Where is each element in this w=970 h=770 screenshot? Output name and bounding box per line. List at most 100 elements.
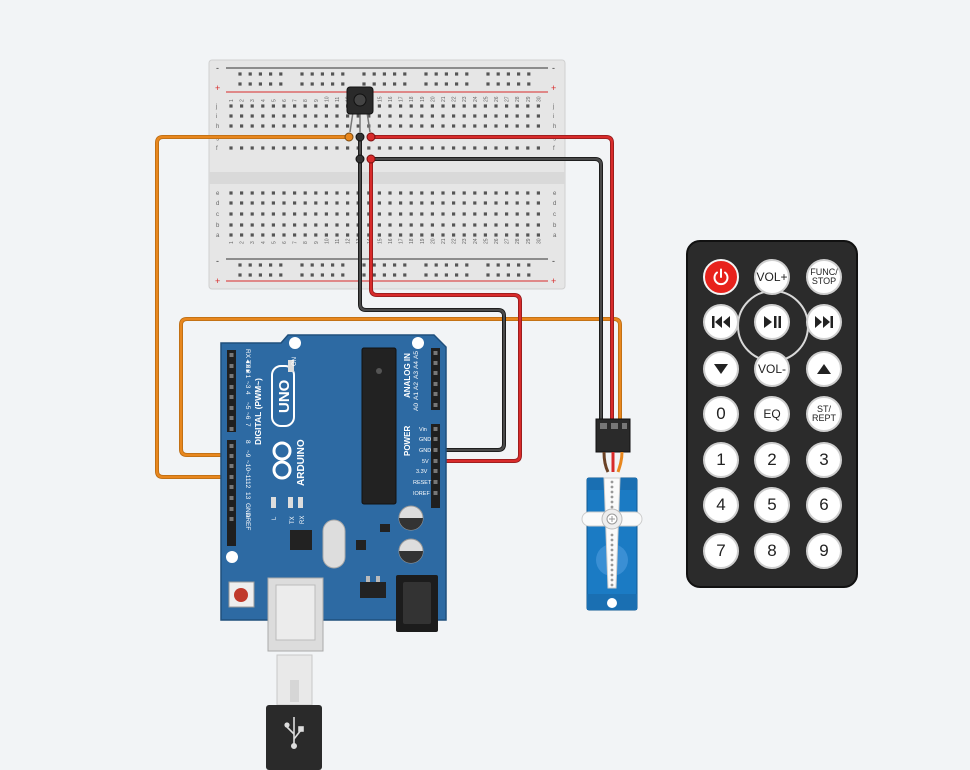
breadboard-hole[interactable] [293, 146, 297, 150]
breadboard-hole[interactable] [536, 201, 540, 205]
breadboard-hole[interactable] [496, 263, 500, 267]
breadboard-hole[interactable] [229, 124, 233, 128]
breadboard-hole[interactable] [462, 223, 466, 227]
breadboard-hole[interactable] [303, 223, 307, 227]
breadboard-hole[interactable] [409, 146, 413, 150]
breadboard-hole[interactable] [324, 233, 328, 237]
breadboard-hole[interactable] [494, 201, 498, 205]
breadboard-hole[interactable] [462, 114, 466, 118]
breadboard-hole[interactable] [441, 233, 445, 237]
breadboard-hole[interactable] [388, 233, 392, 237]
breadboard-hole[interactable] [300, 273, 304, 277]
breadboard-hole[interactable] [494, 191, 498, 195]
breadboard-hole[interactable] [399, 191, 403, 195]
breadboard-hole[interactable] [515, 201, 519, 205]
breadboard-hole[interactable] [462, 124, 466, 128]
breadboard-hole[interactable] [452, 201, 456, 205]
breadboard-hole[interactable] [229, 146, 233, 150]
breadboard-hole[interactable] [303, 104, 307, 108]
breadboard-hole[interactable] [320, 82, 324, 86]
breadboard-hole[interactable] [346, 191, 350, 195]
header-pin[interactable] [229, 353, 234, 357]
breadboard-hole[interactable] [483, 104, 487, 108]
breadboard-hole[interactable] [434, 263, 438, 267]
breadboard-hole[interactable] [314, 146, 318, 150]
breadboard-hole[interactable] [367, 201, 371, 205]
breadboard-hole[interactable] [320, 273, 324, 277]
breadboard-hole[interactable] [494, 124, 498, 128]
analog-header[interactable] [431, 348, 440, 410]
breadboard-hole[interactable] [310, 82, 314, 86]
header-pin[interactable] [433, 480, 438, 484]
breadboard-hole[interactable] [505, 104, 509, 108]
breadboard-hole[interactable] [473, 124, 477, 128]
breadboard-hole[interactable] [261, 223, 265, 227]
breadboard-hole[interactable] [388, 201, 392, 205]
breadboard-hole[interactable] [271, 114, 275, 118]
breadboard-hole[interactable] [324, 212, 328, 216]
breadboard-hole[interactable] [282, 233, 286, 237]
breadboard-hole[interactable] [399, 223, 403, 227]
header-pin[interactable] [433, 448, 438, 452]
breadboard-hole[interactable] [377, 233, 381, 237]
breadboard-hole[interactable] [536, 191, 540, 195]
breadboard-hole[interactable] [300, 263, 304, 267]
breadboard-hole[interactable] [505, 223, 509, 227]
breadboard-hole[interactable] [282, 223, 286, 227]
breadboard-hole[interactable] [505, 191, 509, 195]
breadboard-hole[interactable] [271, 212, 275, 216]
breadboard-hole[interactable] [258, 263, 262, 267]
breadboard-hole[interactable] [388, 104, 392, 108]
breadboard-hole[interactable] [279, 82, 283, 86]
breadboard-hole[interactable] [377, 212, 381, 216]
breadboard-hole[interactable] [403, 273, 407, 277]
breadboard-hole[interactable] [399, 201, 403, 205]
breadboard-hole[interactable] [335, 114, 339, 118]
breadboard-hole[interactable] [293, 124, 297, 128]
breadboard-hole[interactable] [506, 273, 510, 277]
prev-button[interactable] [703, 304, 739, 340]
vol-up-button[interactable]: VOL+ [754, 259, 790, 295]
breadboard-hole[interactable] [441, 114, 445, 118]
breadboard-hole[interactable] [393, 82, 397, 86]
breadboard-hole[interactable] [462, 146, 466, 150]
breadboard-hole[interactable] [362, 273, 366, 277]
breadboard-hole[interactable] [473, 191, 477, 195]
breadboard-hole[interactable] [452, 114, 456, 118]
header-pin[interactable] [433, 427, 438, 431]
next-button[interactable] [806, 304, 842, 340]
breadboard-hole[interactable] [377, 191, 381, 195]
breadboard-hole[interactable] [430, 233, 434, 237]
header-pin[interactable] [229, 444, 234, 448]
breadboard-hole[interactable] [403, 72, 407, 76]
breadboard-hole[interactable] [324, 223, 328, 227]
breadboard-hole[interactable] [496, 82, 500, 86]
breadboard-hole[interactable] [250, 223, 254, 227]
digit-0-button[interactable]: 0 [703, 396, 739, 432]
breadboard-hole[interactable] [473, 223, 477, 227]
digit-8-button[interactable]: 8 [754, 533, 790, 569]
breadboard-hole[interactable] [455, 273, 459, 277]
breadboard-hole[interactable] [441, 104, 445, 108]
wire-endpoints[interactable] [344, 132, 376, 164]
breadboard-hole[interactable] [314, 124, 318, 128]
breadboard-hole[interactable] [420, 191, 424, 195]
breadboard-hole[interactable] [526, 201, 530, 205]
digit-6-button[interactable]: 6 [806, 487, 842, 523]
breadboard-hole[interactable] [452, 223, 456, 227]
digit-4-button[interactable]: 4 [703, 487, 739, 523]
breadboard-hole[interactable] [452, 146, 456, 150]
breadboard-hole[interactable] [420, 233, 424, 237]
breadboard-hole[interactable] [403, 82, 407, 86]
breadboard-hole[interactable] [346, 223, 350, 227]
digital-header-bottom[interactable] [227, 440, 236, 546]
breadboard-hole[interactable] [494, 104, 498, 108]
header-pin[interactable] [433, 459, 438, 463]
breadboard-hole[interactable] [483, 114, 487, 118]
breadboard-hole[interactable] [382, 72, 386, 76]
breadboard-hole[interactable] [250, 201, 254, 205]
breadboard-hole[interactable] [455, 263, 459, 267]
breadboard-hole[interactable] [314, 212, 318, 216]
breadboard-hole[interactable] [462, 233, 466, 237]
breadboard-hole[interactable] [346, 233, 350, 237]
